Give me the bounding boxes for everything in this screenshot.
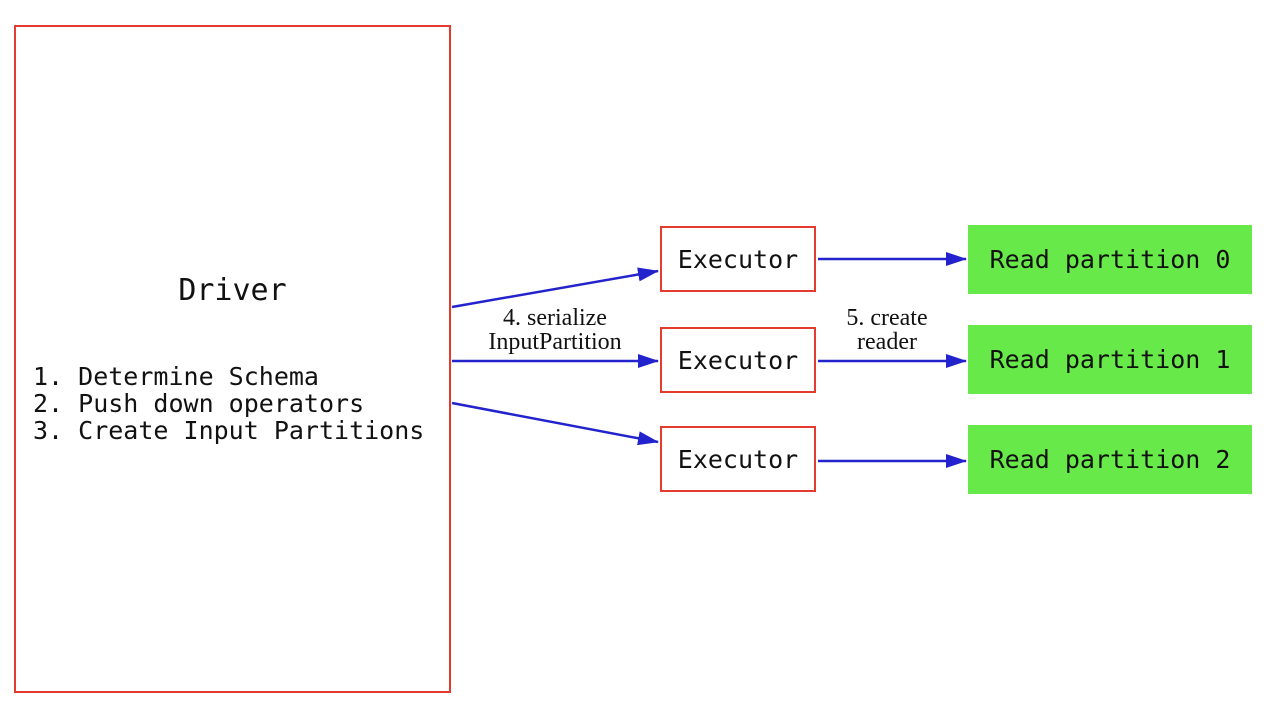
driver-title: Driver bbox=[178, 273, 287, 308]
executor-label: Executor bbox=[677, 444, 799, 474]
arrow-driver-to-executor-0 bbox=[451, 267, 659, 309]
read-partition-label: Read partition 0 bbox=[989, 245, 1231, 274]
arrow-driver-to-executor-2 bbox=[451, 401, 659, 446]
read-partition-box-2: Read partition 2 bbox=[968, 425, 1252, 494]
read-partition-box-1: Read partition 1 bbox=[968, 325, 1252, 394]
read-partition-label: Read partition 1 bbox=[989, 345, 1231, 374]
executor-box-2: Executor bbox=[660, 426, 816, 492]
read-partition-label: Read partition 2 bbox=[989, 445, 1231, 474]
driver-steps-list: 1. Determine Schema 2. Push down operato… bbox=[33, 363, 424, 444]
driver-box: Driver 1. Determine Schema 2. Push down … bbox=[14, 25, 451, 693]
driver-step: 3. Create Input Partitions bbox=[33, 416, 425, 445]
edge-label-line: 4. serialize bbox=[503, 305, 607, 331]
edge-label-create-reader: 5. create reader bbox=[817, 306, 957, 354]
executor-label: Executor bbox=[677, 345, 799, 375]
edge-label-line: 5. create bbox=[846, 305, 928, 331]
executor-box-0: Executor bbox=[660, 226, 816, 292]
executor-box-1: Executor bbox=[660, 327, 816, 393]
edge-label-line: reader bbox=[857, 329, 917, 355]
edge-label-serialize-inputpartition: 4. serialize InputPartition bbox=[455, 306, 655, 354]
driver-step: 2. Push down operators bbox=[33, 389, 365, 418]
edge-label-line: InputPartition bbox=[488, 329, 622, 355]
read-partition-box-0: Read partition 0 bbox=[968, 225, 1252, 294]
driver-step: 1. Determine Schema bbox=[33, 362, 319, 391]
executor-label: Executor bbox=[677, 244, 799, 274]
